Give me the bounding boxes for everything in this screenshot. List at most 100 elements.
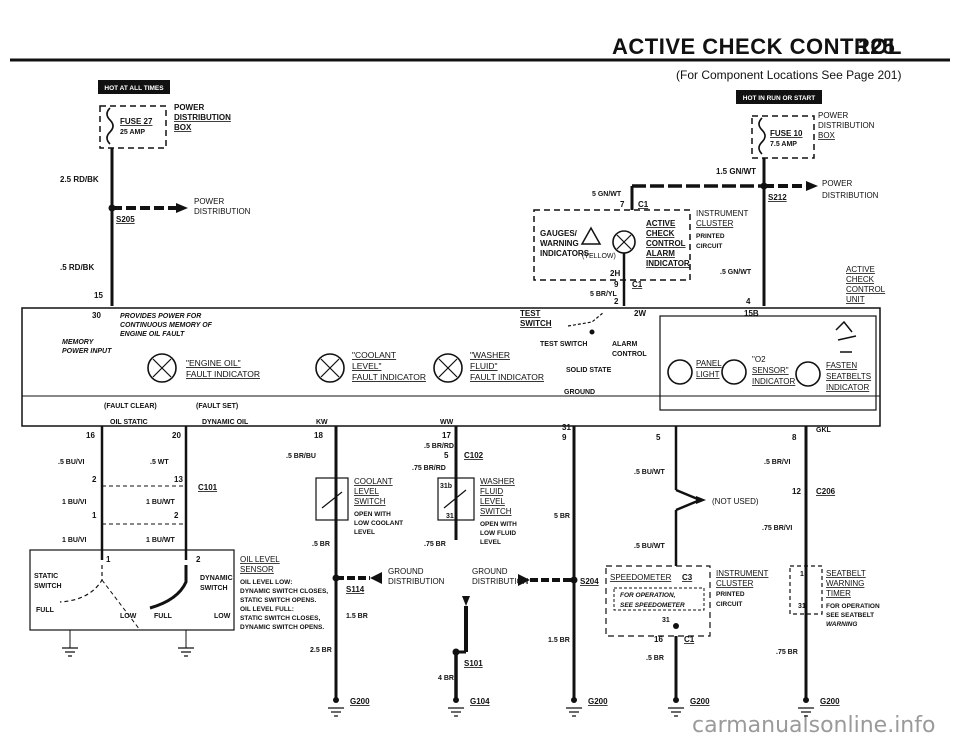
speedo-not-used: (NOT USED): [712, 497, 759, 506]
washer-ground-2: DISTRIBUTION: [472, 577, 529, 586]
oil-static-switch-2: SWITCH: [34, 583, 62, 590]
hot-at-all-times-label: HOT AT ALL TIMES: [104, 85, 164, 92]
mid-w1: 5 BR: [554, 513, 570, 520]
speedo-p16: 16: [654, 635, 663, 644]
seatbelt-timer-box: [789, 565, 823, 615]
acc-pin-2h: 2H: [610, 269, 620, 278]
seatbelt-w1: .5 BR/VI: [764, 459, 791, 466]
oil-sensor-desc-6: DYNAMIC SWITCH OPENS.: [240, 624, 324, 631]
washer-desc-3: LEVEL: [480, 539, 501, 546]
memory-input-2: POWER INPUT: [62, 348, 112, 355]
left-fuse-box: [99, 105, 167, 149]
acc-c1: C1: [632, 280, 643, 289]
washer-switch-box: [437, 477, 475, 521]
speedo-for-op-1: FOR OPERATION,: [620, 592, 676, 599]
eo-label-2: FAULT INDICATOR: [186, 369, 260, 379]
oil-sensor-desc-4: OIL LEVEL FULL:: [240, 606, 294, 613]
left-power-dist-1: POWER: [194, 197, 224, 206]
oil-p2: 2: [92, 475, 97, 484]
oil-dynamic-switch-2: SWITCH: [200, 585, 228, 592]
oil-static: OIL STATIC: [110, 419, 148, 426]
panel-light-lamp-icon: [667, 359, 693, 385]
acc-line-2: CHECK: [646, 229, 675, 238]
oil-sensor-desc-1: OIL LEVEL LOW:: [240, 579, 292, 586]
washer-p31: 31: [446, 513, 454, 520]
speedo-cluster-4: CIRCUIT: [716, 601, 742, 608]
cluster-lamps-box: [659, 315, 877, 411]
gauges-line-3: INDICATORS: [540, 249, 590, 258]
washer-switch-icon: [443, 489, 467, 509]
oil-w1: .5 BU/VI: [58, 459, 85, 466]
washer-label-3: FAULT INDICATOR: [470, 372, 544, 382]
oil-w5: 1 BU/VI: [62, 537, 87, 544]
acc-line-5: INDICATOR: [646, 259, 690, 268]
washer-title-1: WASHER: [480, 477, 515, 486]
mid-g200: G200: [588, 697, 608, 706]
gauges-warning-triangle-icon: [580, 226, 602, 245]
right-power-dist-1: POWER: [822, 179, 852, 188]
acc-lamp-x2: [616, 234, 632, 250]
left-fuse-name: FUSE 27: [120, 117, 153, 126]
washer-lamp-icon: [433, 353, 463, 383]
s205-label: S205: [116, 215, 135, 224]
seatbelt-title-1: SEATBELT: [826, 569, 866, 578]
coolant-ground-icon: [328, 707, 344, 717]
speedo-c1: C1: [684, 635, 695, 644]
cluster-line-3: PRINTED: [696, 233, 725, 240]
seatbelt-w3: .75 BR: [776, 649, 798, 656]
left-wire-label-top: 2.5 RD/BK: [60, 175, 99, 184]
washer-label-2: FLUID": [470, 361, 498, 371]
fasten-label-3: INDICATOR: [826, 383, 869, 392]
hot-at-all-times-badge: [98, 80, 170, 94]
seatbelt-g200: G200: [820, 697, 840, 706]
coolant-desc-2: LOW COOLANT: [354, 520, 403, 527]
cluster-wire-label: 5 GN/WT: [592, 191, 622, 198]
oil-sensor-title-1: OIL LEVEL: [240, 555, 280, 564]
right-pdb-line-2: DISTRIBUTION: [818, 121, 875, 130]
oil-c101: C101: [198, 483, 218, 492]
oil-p2b: 2: [174, 511, 179, 520]
washer-title-2: FLUID: [480, 487, 503, 496]
acu-line-1: ACTIVE: [846, 265, 875, 274]
washer-title-4: SWITCH: [480, 507, 512, 516]
mid-w2: 1.5 BR: [548, 637, 570, 644]
fasten-label-2: SEATBELTS: [826, 372, 871, 381]
coolant-switch-box: [315, 477, 349, 521]
acc-line-1: ACTIVE: [646, 219, 676, 228]
oil-p13: 13: [174, 475, 183, 484]
washer-p31b: 31b: [440, 483, 452, 490]
oil-w3: 1 BU/VI: [62, 499, 87, 506]
engine-oil-lamp-icon: [147, 353, 177, 383]
acu-line-3: CONTROL: [846, 285, 886, 294]
coolant-ground-1: GROUND: [388, 567, 424, 576]
oil-sensor-title-2: SENSOR: [240, 565, 274, 574]
right-fuse-amp: 7.5 AMP: [770, 141, 797, 148]
test-switch-contact: [589, 329, 595, 335]
unit-pin-8: 8: [792, 433, 797, 442]
o2-label-2: SENSOR": [752, 366, 789, 375]
speedo-c1-dot: [673, 623, 679, 629]
seatbelt-person-icon: [835, 320, 857, 353]
seatbelt-p31: 31: [798, 603, 806, 610]
seatbelt-desc-2: SEE SEATBELT: [826, 612, 874, 619]
memory-input-1: MEMORY: [62, 339, 95, 346]
oil-p1b: 1: [106, 555, 111, 564]
eo-lamp-x2: [152, 358, 172, 378]
o2-label-1: "O2: [752, 355, 766, 364]
oil-low: LOW: [120, 613, 137, 620]
washer-s101: S101: [464, 659, 483, 668]
acc-wire-label: 5 BR/YL: [590, 291, 618, 298]
washer-title-3: LEVEL: [480, 497, 505, 506]
acc-pin-9: 9: [614, 280, 619, 289]
coolant-label-3: FAULT INDICATOR: [352, 372, 426, 382]
hot-in-run-badge: [736, 90, 822, 104]
s212-arrow: [806, 181, 818, 191]
unit-gkl: GKL: [816, 427, 832, 434]
right-pin-4: 4: [746, 297, 751, 306]
fault-set: (FAULT SET): [196, 403, 238, 410]
s101-arrow: [462, 596, 470, 606]
seatbelt-desc-3: WARNING: [826, 621, 857, 628]
washer-w3: .75 BR: [424, 541, 446, 548]
seatbelt-ground-icon: [798, 707, 814, 717]
